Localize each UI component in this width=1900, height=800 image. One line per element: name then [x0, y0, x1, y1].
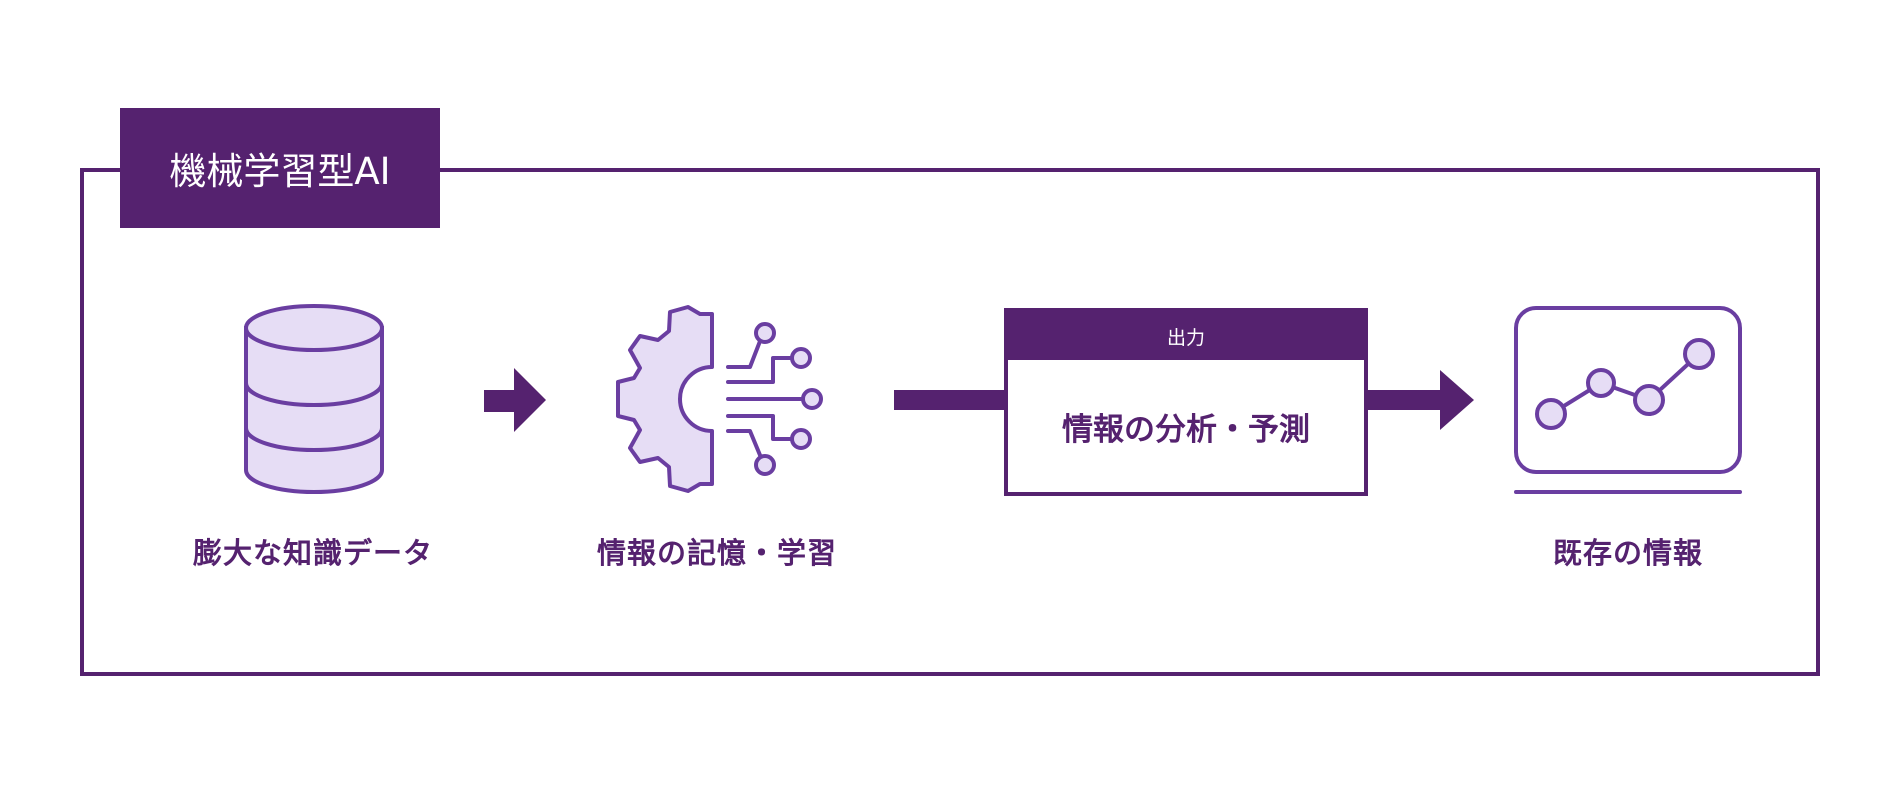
line-chart-monitor-icon: [1514, 306, 1742, 494]
database-icon: [244, 304, 384, 494]
output-box: 出力 情報の分析・予測: [1004, 308, 1368, 496]
output-label: 情報の分析・予測: [1062, 411, 1310, 448]
output-header-text: 出力: [1166, 326, 1205, 349]
step-label-learn: 情報の記憶・学習: [596, 536, 838, 570]
arrow-right-icon: [1364, 370, 1474, 430]
gear-circuit-icon: [616, 305, 823, 493]
output-body: 情報の分析・予測: [1008, 360, 1364, 492]
diagram-title-text: 機械学習型AI: [169, 150, 391, 193]
ml-ai-frame: [80, 168, 1820, 676]
output-header: 出力: [1008, 312, 1364, 360]
arrow-right-icon: [484, 368, 546, 432]
diagram-title: 機械学習型AI: [120, 108, 440, 228]
connector-line: [894, 390, 1006, 410]
step-label-data: 膨大な知識データ: [192, 536, 434, 570]
step-label-existing: 既存の情報: [1552, 536, 1704, 570]
